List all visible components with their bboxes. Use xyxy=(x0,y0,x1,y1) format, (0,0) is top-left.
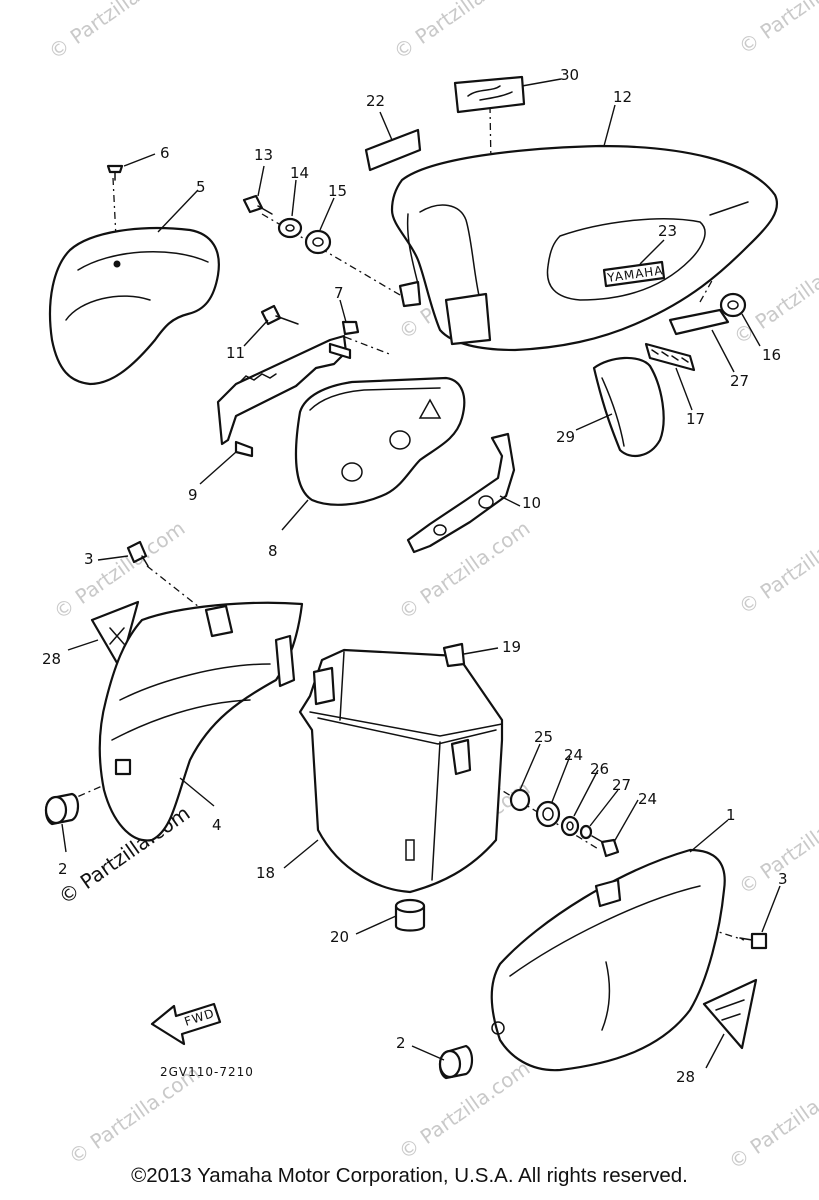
grommet-2-right xyxy=(438,1044,474,1080)
callout-11: 11 xyxy=(226,344,245,362)
washer-25 xyxy=(579,824,593,840)
callout-17: 17 xyxy=(686,410,705,428)
decal-27-right xyxy=(702,978,758,1050)
watermark: © Partzilla.com xyxy=(734,511,819,619)
callout-26: 27 xyxy=(730,372,749,390)
callout-23: 26 xyxy=(590,760,609,778)
callout-30: 30 xyxy=(560,66,579,84)
pad-26 xyxy=(668,308,730,336)
fwd-arrow-icon: FWD xyxy=(150,1002,222,1046)
watermark: © Partzilla.com xyxy=(44,0,184,64)
emblem-30 xyxy=(453,75,526,114)
bolt-3-left xyxy=(126,540,149,567)
side-cover-1 xyxy=(490,848,726,1072)
side-cover-4 xyxy=(98,601,304,842)
plate-29 xyxy=(592,356,665,458)
callout-15: 15 xyxy=(328,182,347,200)
callout-28-upper: 22 xyxy=(366,92,385,110)
callout-9: 9 xyxy=(188,486,198,504)
callout-1: 1 xyxy=(726,806,736,824)
collar-14 xyxy=(277,217,303,239)
callout-7: 7 xyxy=(334,284,344,302)
callout-27-left: 28 xyxy=(42,650,61,668)
watermark: © Partzilla.com xyxy=(49,516,189,624)
bolt-3-right xyxy=(739,932,768,950)
callout-16: 16 xyxy=(762,346,781,364)
callout-3-left: 3 xyxy=(84,550,94,568)
callout-2-right: 2 xyxy=(396,1034,406,1052)
bracket-9 xyxy=(216,334,352,458)
callout-5: 5 xyxy=(196,178,206,196)
callout-25: 27 xyxy=(612,776,631,794)
tool-cover-8 xyxy=(294,376,466,506)
callout-27-right: 28 xyxy=(676,1068,695,1086)
callout-20: 20 xyxy=(330,928,349,946)
callout-28-lower: 23 xyxy=(658,222,677,240)
watermark: © Partzilla.com xyxy=(724,1066,819,1174)
callout-8: 8 xyxy=(268,542,278,560)
strip-28-upper xyxy=(364,128,422,172)
bolt-24 xyxy=(591,835,620,858)
callout-10: 10 xyxy=(522,494,541,512)
nut-7 xyxy=(341,320,360,336)
left-cover-upper xyxy=(48,226,220,386)
grommet-16 xyxy=(719,292,747,318)
callout-18: 18 xyxy=(256,864,275,882)
bolt-11 xyxy=(260,304,299,326)
grommet-2-left xyxy=(44,792,80,826)
grommet-20 xyxy=(394,898,426,932)
callout-29: 29 xyxy=(556,428,575,446)
drawing-code: 2GV110-7210 xyxy=(160,1065,254,1079)
callout-6: 6 xyxy=(160,144,170,162)
leader-lines xyxy=(61,78,781,1069)
callout-2-left: 2 xyxy=(58,860,68,878)
washer-23 xyxy=(560,815,580,837)
battery-box-18 xyxy=(298,648,504,894)
callout-21: 24 xyxy=(564,746,583,764)
watermark: © Partzilla.com xyxy=(729,241,819,349)
tank-cover-12: YAMAHA xyxy=(390,144,779,352)
bolt-13 xyxy=(242,194,273,215)
watermark: © Partzilla.com xyxy=(734,791,819,899)
grommet-22 xyxy=(509,788,531,812)
bracket-10 xyxy=(406,432,516,554)
callout-12: 12 xyxy=(613,88,632,106)
watermark: © Partzilla.com xyxy=(389,0,529,64)
watermark: © Partzilla.com xyxy=(734,0,819,59)
copyright-notice: ©2013 Yamaha Motor Corporation, U.S.A. A… xyxy=(131,1164,688,1187)
clip-19 xyxy=(442,642,466,668)
callout-19: 19 xyxy=(502,638,521,656)
collar-21 xyxy=(535,800,561,828)
callout-13: 13 xyxy=(254,146,273,164)
callout-14: 14 xyxy=(290,164,309,182)
grip-17 xyxy=(644,342,696,372)
grommet-15 xyxy=(304,229,332,255)
decal-27-left xyxy=(90,600,140,670)
callout-4: 4 xyxy=(212,816,222,834)
callout-22: 25 xyxy=(534,728,553,746)
screw-6 xyxy=(106,164,124,181)
callout-3-right: 3 xyxy=(778,870,788,888)
callouts: 6 5 13 14 15 22 30 12 23 7 11 16 27 17 2… xyxy=(42,66,788,1086)
watermark: © Partzilla.com xyxy=(394,516,534,624)
